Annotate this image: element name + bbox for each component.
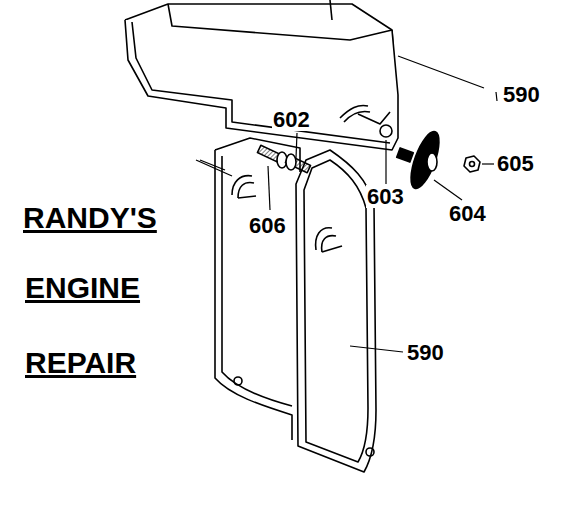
bolt-602 xyxy=(285,154,310,173)
bracket-slot xyxy=(340,106,370,123)
callout-number: 606 xyxy=(248,214,287,237)
leader-lines xyxy=(200,133,494,352)
shop-name: RANDY'S xyxy=(22,202,158,234)
callout-number: 590 xyxy=(502,83,541,106)
leader-line xyxy=(398,56,484,88)
deflector-edge xyxy=(168,4,392,40)
bracket-hole xyxy=(380,125,392,137)
callout-number: 603 xyxy=(366,185,405,208)
side-plate-front xyxy=(296,150,376,472)
callout-number: 604 xyxy=(448,202,487,225)
callout-number: 605 xyxy=(496,152,535,175)
callout-number: 590 xyxy=(406,341,445,364)
side-plate-rear xyxy=(215,138,300,440)
shop-name: ENGINE xyxy=(24,272,141,304)
deflector-front xyxy=(125,20,398,150)
bolt-606 xyxy=(257,145,287,168)
shop-name: REPAIR xyxy=(24,347,137,379)
callout-number: 602 xyxy=(272,108,311,131)
plate-slot xyxy=(232,176,254,198)
nut-605 xyxy=(464,156,480,172)
